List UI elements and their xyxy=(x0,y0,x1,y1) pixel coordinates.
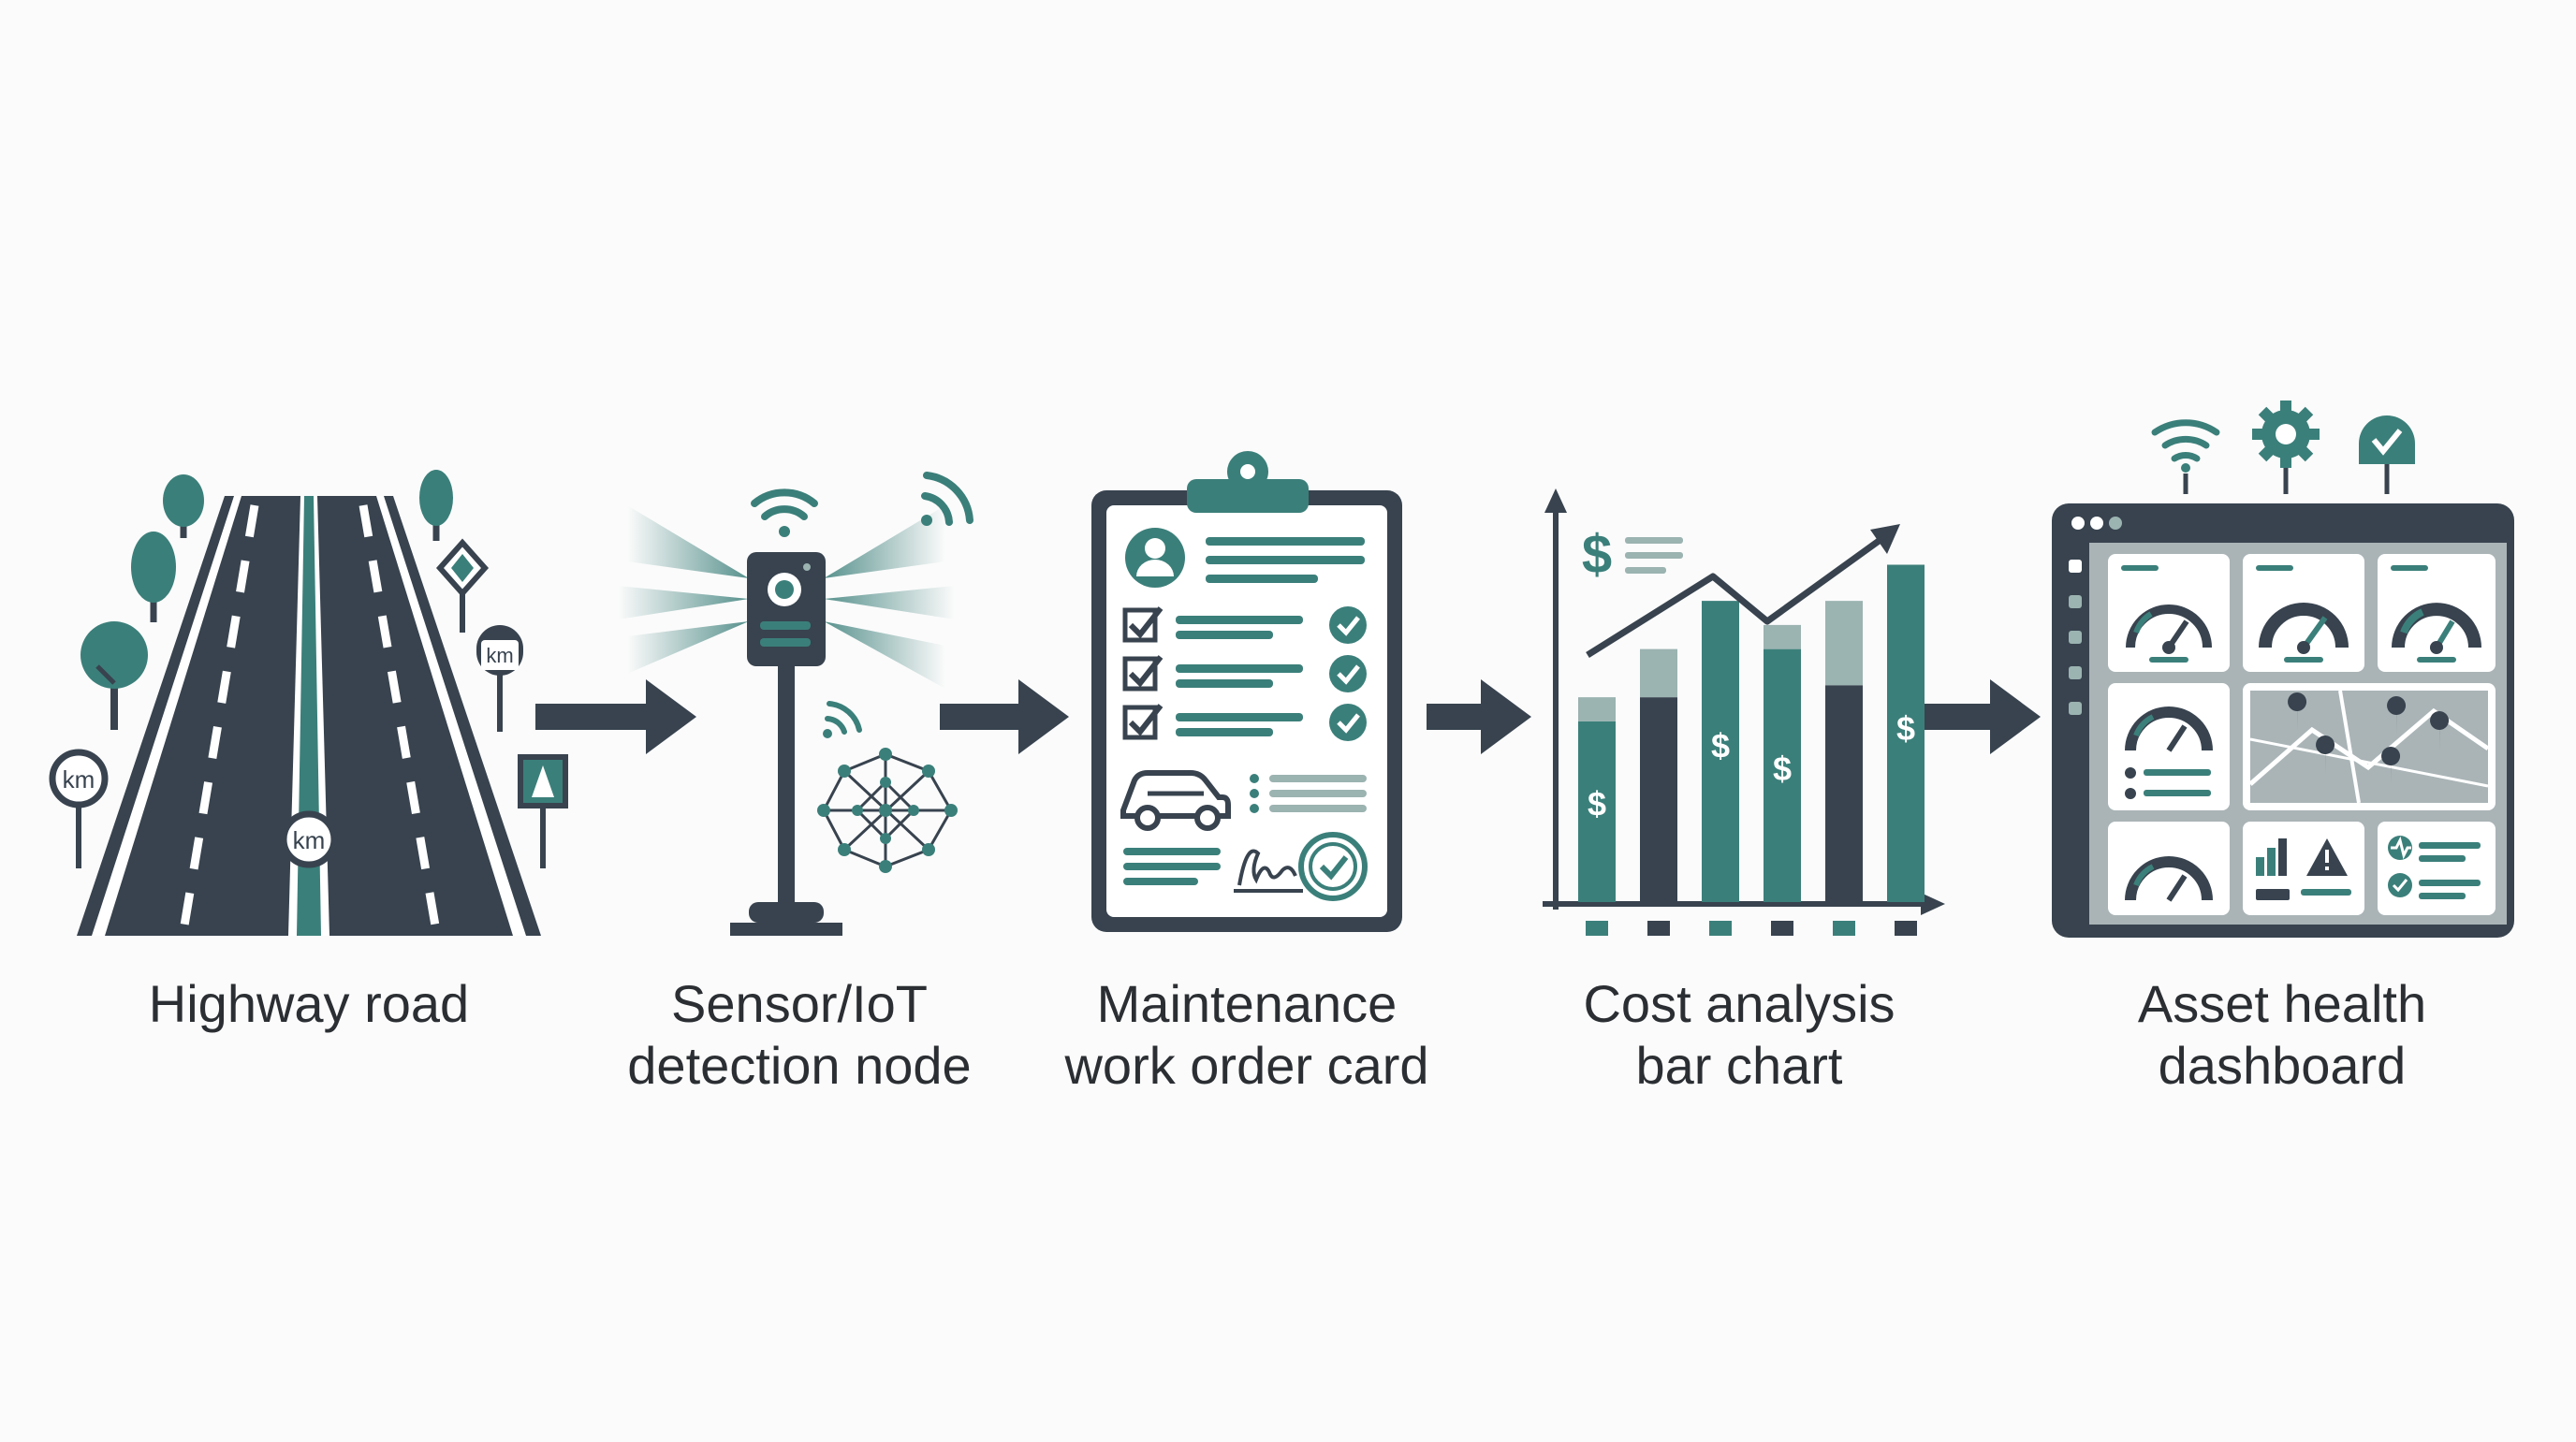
bar-segment-top xyxy=(1764,624,1801,649)
caption-line: Asset health xyxy=(2137,974,2427,1033)
caption-line: dashboard xyxy=(2158,1036,2407,1095)
shield-check-icon xyxy=(2359,415,2415,464)
gauge-list-panel xyxy=(2108,683,2230,810)
caption-line: Cost analysis xyxy=(1583,974,1895,1033)
trend-line xyxy=(1586,536,1884,658)
x-tick xyxy=(1833,921,1855,936)
car-icon xyxy=(1120,770,1231,831)
bar-currency-label: $ xyxy=(1711,727,1730,765)
clipboard-work-order-icon xyxy=(1091,451,1402,932)
x-tick xyxy=(1709,921,1732,936)
caption-line: bar chart xyxy=(1635,1036,1843,1095)
km-sign-left-label: km xyxy=(63,765,95,794)
gauge-panel xyxy=(2108,554,2230,672)
approved-seal-icon xyxy=(1298,832,1368,901)
caption-line: Sensor/IoT xyxy=(671,974,928,1033)
km-marker-center-icon: km xyxy=(280,810,338,868)
gauge-panel xyxy=(2108,822,2230,915)
checkbox-icon xyxy=(1122,704,1367,741)
bar-segment xyxy=(1764,648,1801,902)
map-pin-icon xyxy=(2288,692,2450,786)
bars-group: $ $ $ $ xyxy=(1578,564,1925,902)
mini-chart-alert-panel xyxy=(2243,822,2364,915)
x-tick xyxy=(1586,921,1608,936)
ticks-group xyxy=(1586,921,1917,936)
map-panel xyxy=(2243,683,2496,810)
x-tick xyxy=(1895,921,1917,936)
arrow-right-icon xyxy=(1925,679,2041,754)
km-sign-left-icon: km xyxy=(49,749,109,868)
bar-segment-top xyxy=(1640,648,1677,698)
bar-currency-label: $ xyxy=(1588,784,1606,823)
avatar-icon xyxy=(1125,528,1185,588)
caption-line: Maintenance xyxy=(1096,974,1398,1033)
bar-segment xyxy=(1578,721,1616,902)
signature-icon xyxy=(1237,849,1297,886)
caption-work-order: Maintenance work order card xyxy=(1048,973,1445,1097)
km-sign-label: km xyxy=(486,644,513,667)
signal-small-icon xyxy=(823,701,862,738)
caption-cost-analysis: Cost analysis bar chart xyxy=(1552,973,1926,1097)
caption-line: work order card xyxy=(1064,1036,1429,1095)
km-marker-label: km xyxy=(293,826,326,854)
wifi-icon xyxy=(2151,419,2220,473)
tree-icon xyxy=(163,474,204,538)
bar-segment-top xyxy=(1578,697,1616,721)
status-panel xyxy=(2378,822,2496,915)
x-tick xyxy=(1771,921,1793,936)
gear-icon xyxy=(2252,401,2320,468)
trend-arrowhead xyxy=(1870,524,1900,554)
gauge-panel xyxy=(2243,554,2364,672)
caption-sensor-node: Sensor/IoT detection node xyxy=(608,973,990,1097)
arrow-right-icon xyxy=(940,679,1069,754)
bar-segment xyxy=(1887,564,1925,902)
bar-segment-top xyxy=(1825,601,1863,686)
arrow-right-icon xyxy=(535,679,696,754)
x-tick xyxy=(1647,921,1670,936)
tree-icon xyxy=(419,470,453,541)
network-node-icon xyxy=(817,748,958,873)
wifi-icon xyxy=(751,488,818,537)
bar-chart-icon: $ $ $ $ $ xyxy=(1543,488,1945,936)
caption-line: detection node xyxy=(627,1036,972,1095)
gauge-panel xyxy=(2378,554,2496,672)
bar-segment xyxy=(1702,601,1739,902)
diamond-sign-icon xyxy=(435,538,490,633)
dashboard-monitor-icon xyxy=(2052,503,2514,938)
km-sign-right-icon: km xyxy=(476,625,523,732)
caption-asset-health: Asset health dashboard xyxy=(2093,973,2471,1097)
caption-line: Highway road xyxy=(148,974,470,1033)
checkbox-icon xyxy=(1122,606,1367,644)
signal-icon xyxy=(921,472,973,526)
tree-icon xyxy=(80,621,148,730)
bar-segment xyxy=(1640,697,1677,902)
highway-road-icon: km xyxy=(77,496,541,936)
arrow-right-icon xyxy=(1427,679,1531,754)
caption-highway-road: Highway road xyxy=(120,973,498,1035)
bar-currency-label: $ xyxy=(1773,750,1792,788)
bar-segment xyxy=(1825,685,1863,902)
checkbox-icon xyxy=(1122,655,1367,692)
sensor-body xyxy=(747,552,826,666)
currency-symbol-label: $ xyxy=(1582,524,1612,585)
bar-currency-label: $ xyxy=(1896,709,1915,748)
tree-icon xyxy=(131,532,176,622)
sensor-pole-icon xyxy=(618,505,955,936)
road-sign-icon xyxy=(518,754,568,868)
checklist xyxy=(1122,606,1367,741)
